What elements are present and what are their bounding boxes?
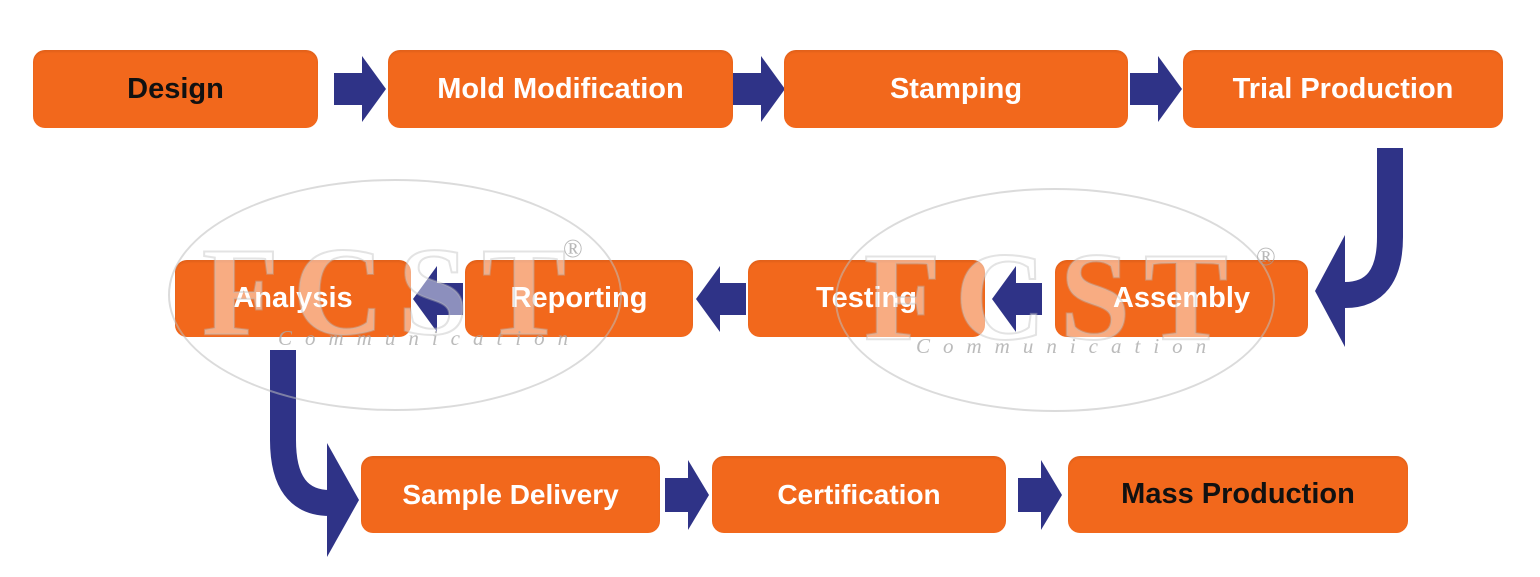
node-stamping-label: Stamping bbox=[889, 72, 1023, 105]
node-reporting-label: Reporting bbox=[510, 282, 648, 314]
watermark-registered-icon: ® bbox=[563, 234, 583, 263]
node-reporting: Reporting bbox=[465, 260, 693, 337]
node-analysis-label: Analysis bbox=[233, 282, 353, 314]
node-mass-production: Mass Production bbox=[1068, 456, 1408, 533]
flow-arrow-left-icon bbox=[992, 266, 1042, 332]
curved-arrow-down-left-icon bbox=[1305, 145, 1415, 355]
flow-arrow-right-icon bbox=[665, 460, 709, 530]
node-assembly-label: Assembly bbox=[1112, 282, 1250, 314]
node-testing: Testing bbox=[748, 260, 985, 337]
node-mass-production-label: Mass Production bbox=[1121, 478, 1355, 510]
node-mold-modification: Mold Modification bbox=[388, 50, 733, 128]
node-testing-label: Testing bbox=[816, 282, 917, 314]
node-design: Design bbox=[33, 50, 318, 128]
node-sample-delivery: Sample Delivery bbox=[361, 456, 660, 533]
flow-arrow-left-icon bbox=[413, 266, 463, 332]
curved-arrow-down-right-icon bbox=[255, 345, 370, 565]
node-certification: Certification bbox=[712, 456, 1006, 533]
flow-arrow-left-icon bbox=[696, 266, 746, 332]
watermark-subtitle: Communication bbox=[916, 334, 1220, 358]
node-certification-label: Certification bbox=[777, 478, 941, 510]
node-analysis: Analysis bbox=[175, 260, 411, 337]
flow-arrow-right-icon bbox=[733, 56, 785, 122]
node-trial-production-label: Trial Production bbox=[1232, 72, 1454, 105]
flow-arrow-right-icon bbox=[1018, 460, 1062, 530]
node-design-label: Design bbox=[127, 72, 224, 105]
node-assembly: Assembly bbox=[1055, 260, 1308, 337]
node-stamping: Stamping bbox=[784, 50, 1128, 128]
node-sample-delivery-label: Sample Delivery bbox=[402, 478, 619, 510]
flow-arrow-right-icon bbox=[1130, 56, 1182, 122]
node-trial-production: Trial Production bbox=[1183, 50, 1503, 128]
flow-arrow-right-icon bbox=[334, 56, 386, 122]
node-mold-modification-label: Mold Modification bbox=[437, 72, 684, 105]
